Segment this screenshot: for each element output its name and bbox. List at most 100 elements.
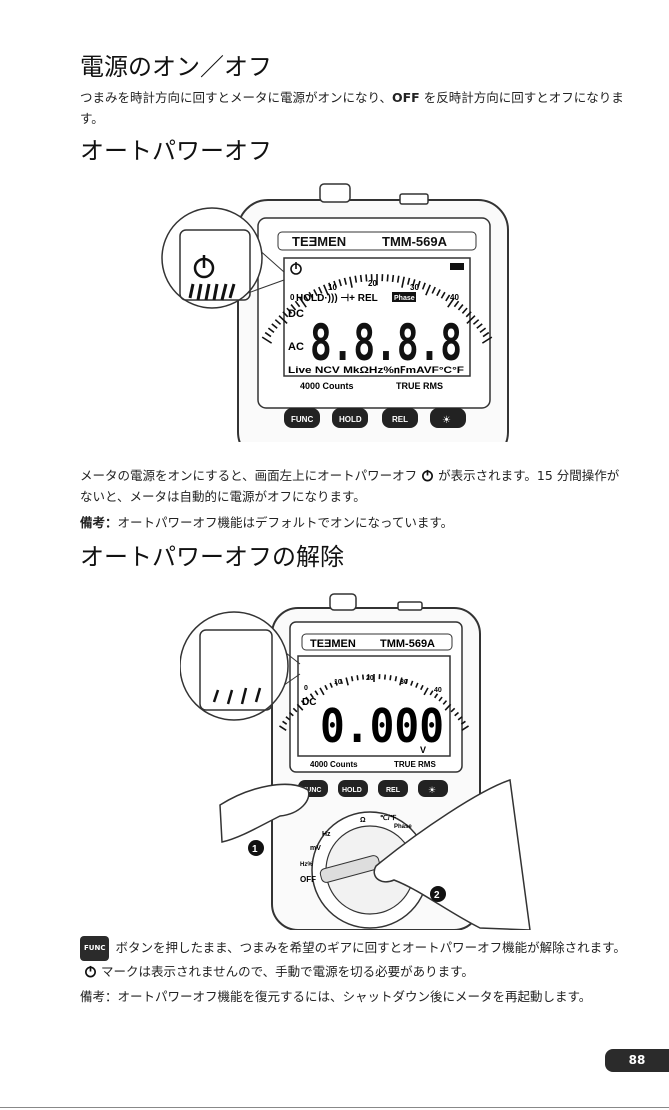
lcd-phase: Phase (394, 295, 415, 302)
bargraph-tick (308, 291, 314, 299)
bargraph-tick (425, 284, 431, 296)
bargraph-tick (261, 336, 273, 344)
rel-button[interactable]: REL (378, 780, 408, 797)
lcd-bottom-row: Live NCV MkΩHz%㎋mAVF°C°F (288, 365, 465, 375)
func-button-badge: FUNC (80, 936, 110, 961)
lcd-hold-row: HOLD·))) ⊣+ REL (296, 293, 378, 304)
battery-icon (450, 263, 464, 270)
bargraph-tick (450, 707, 456, 713)
bargraph-tick (300, 700, 306, 705)
bargraph-tick (333, 280, 337, 288)
meter-model: TMM-569A (382, 234, 448, 249)
power-icon (422, 469, 434, 482)
hand-turning-dial (373, 779, 531, 930)
bargraph-tick (481, 336, 493, 344)
bargraph-tick (288, 711, 294, 717)
off-label: OFF (392, 90, 420, 105)
svg-text:FUNC: FUNC (291, 415, 313, 424)
bargraph-scale (279, 674, 469, 731)
svg-text:REL: REL (386, 787, 401, 794)
note-label: 備考： (80, 989, 118, 1004)
scale-label: 40 (450, 293, 459, 302)
bargraph-tick (318, 286, 323, 294)
bargraph-scale (261, 274, 493, 344)
bargraph-tick (271, 323, 278, 329)
page-number: 88 (605, 1049, 669, 1072)
scale-label: 10 (328, 283, 337, 292)
scale-label: 0 (290, 293, 295, 302)
power-icon (85, 965, 96, 978)
lcd-dc: DC (288, 308, 304, 320)
bargraph-tick (359, 274, 363, 283)
bargraph-tick (447, 297, 455, 308)
bargraph-tick (294, 300, 301, 308)
heading-auto-power-off: オートパワーオフ (80, 137, 272, 165)
bargraph-tick (412, 279, 416, 287)
func-button[interactable]: FUNC (284, 408, 320, 428)
bargraph-tick (453, 300, 460, 308)
bargraph-tick (454, 711, 460, 717)
backlight-button[interactable]: ☀ (430, 408, 466, 428)
bargraph-tick (417, 280, 421, 288)
dial-label: Hz% (300, 862, 313, 868)
bargraph-tick (438, 696, 443, 702)
hold-button[interactable]: HOLD (338, 780, 368, 797)
bargraph-tick (420, 684, 424, 691)
bargraph-tick (278, 315, 288, 325)
paragraph-power-on-off: つまみを時計方向に回すとメータに電源がオンになり、OFF を反時計方向に回すとオ… (80, 87, 630, 129)
bottom-rule (0, 1107, 669, 1108)
bargraph-tick (445, 294, 451, 302)
meter-brand: TEƎMEN (310, 638, 356, 650)
step-marker-2: 2 (430, 886, 446, 902)
bargraph-tick (391, 274, 395, 283)
meter-true-rms: TRUE RMS (396, 381, 443, 391)
dial-label: OFF (300, 875, 316, 884)
scale-label: 30 (410, 283, 419, 292)
heading-power-on-off: 電源のオン／オフ (80, 53, 272, 81)
hold-button[interactable]: HOLD (332, 408, 368, 428)
bargraph-tick (349, 276, 353, 288)
meter-brand: TEƎMEN (292, 234, 346, 249)
bargraph-tick (461, 307, 468, 314)
bargraph-tick (299, 297, 307, 308)
step-marker-1: 1 (248, 840, 264, 856)
bargraph-tick (460, 720, 466, 725)
meter-counts: 4000 Counts (310, 760, 358, 769)
svg-text:1: 1 (252, 844, 258, 855)
meter-model: TMM-569A (380, 638, 435, 650)
meter-true-rms: TRUE RMS (394, 760, 436, 769)
scale-label: 10 (334, 679, 342, 686)
bargraph-tick (361, 674, 365, 680)
bargraph-tick (274, 319, 282, 325)
bargraph-tick (434, 693, 439, 699)
bargraph-tick (365, 274, 368, 282)
note-auto-power-off: 備考：オートパワーオフ機能はデフォルトでオンになっています。 (80, 512, 630, 533)
svg-text:HOLD: HOLD (339, 415, 362, 424)
scale-label: 20 (366, 675, 374, 682)
bargraph-tick (407, 277, 411, 285)
bargraph-tick (429, 690, 434, 696)
bargraph-tick (389, 675, 392, 681)
backlight-button[interactable]: ☀ (418, 780, 448, 797)
rotary-dial[interactable] (311, 811, 429, 929)
note-text: オートパワーオフ機能はデフォルトでオンになっています。 (117, 515, 454, 530)
bargraph-tick (338, 279, 342, 287)
bargraph-tick (440, 291, 446, 299)
lcd-reading: 0.000 (320, 699, 444, 753)
bargraph-tick (324, 684, 328, 691)
svg-text:☀: ☀ (428, 785, 436, 795)
bargraph-tick (465, 311, 472, 318)
bargraph-tick (292, 707, 298, 713)
bargraph-tick (313, 289, 318, 297)
svg-text:HOLD: HOLD (342, 787, 362, 794)
bargraph-tick (423, 687, 429, 696)
rel-button[interactable]: REL (382, 408, 418, 428)
scale-label: 30 (400, 679, 408, 686)
finger-pressing-func (219, 783, 310, 843)
text-segment: マークは表示されませんので、手動で電源を切る必要があります。 (101, 964, 474, 979)
dial-label: mV (310, 845, 321, 852)
bargraph-tick (309, 693, 314, 699)
bargraph-tick (285, 716, 291, 721)
bargraph-tick (399, 677, 403, 686)
